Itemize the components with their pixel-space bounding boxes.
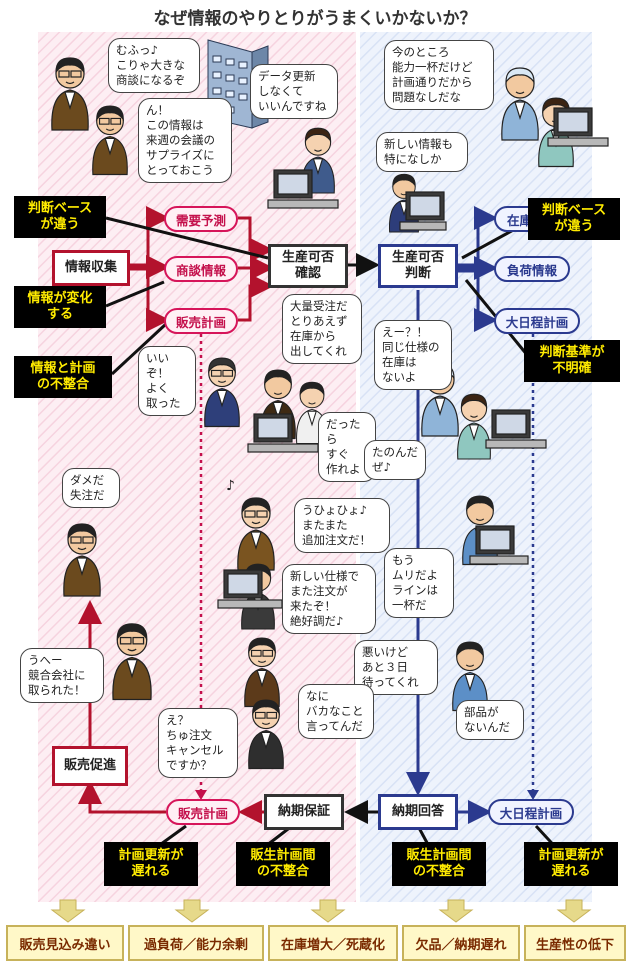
factory-woman — [457, 393, 491, 460]
result-productivity-drop: 生産性の低下 — [524, 925, 626, 961]
sales-plan-bottom-pill: 販売計画 — [166, 799, 240, 825]
bubble-lost-order: ダメだ 失注だ — [62, 468, 120, 508]
result-stockout: 欠品／納期遅れ — [402, 925, 520, 961]
result-overload: 過負荷／能力余剰 — [128, 925, 264, 961]
sales-promo-box: 販売促進 — [52, 746, 128, 786]
label-info-plan-mismatch: 情報と計画 の不整合 — [14, 356, 112, 398]
label-info-changes: 情報が変化 する — [14, 286, 106, 328]
bubble-new-spec: 新しい仕様で また注文が 来たぞ！ 絶好調だ♪ — [282, 564, 376, 634]
bubble-surprise: ん！ この情報は 来週の会議の サプライズに とっておこう — [138, 98, 232, 183]
bubble-extra-order: うひょひょ♪ またまた 追加注文だ！ — [294, 498, 390, 553]
bubble-nonsense: なに バカなこと 言ってんだ — [298, 684, 374, 739]
label-sales-prod-mismatch-left: 販生計画間 の不整合 — [236, 842, 330, 886]
label-plan-update-late-left: 計画更新が 遅れる — [104, 842, 198, 886]
bubble-no-stock: えー？！ 同じ仕様の 在庫は ないよ — [374, 320, 452, 390]
page-title: なぜ情報のやりとりがうまくいかないか？ — [153, 9, 477, 29]
bubble-count-on-you: たのんだ ぜ♪ — [364, 440, 426, 480]
label-sales-prod-mismatch-right: 販生計画間 の不整合 — [392, 842, 486, 886]
bubble-big-deal: むふっ♪ こりゃ大きな 商談になるぞ — [108, 38, 200, 93]
clerk-phone — [248, 699, 284, 770]
factory-desk-mid — [485, 409, 547, 449]
boss-thumbs-up — [204, 357, 240, 428]
bubble-no-new-info: 新しい情報も 特になしか — [376, 132, 468, 172]
dejected-salesman — [63, 523, 101, 597]
sales-typing-desk — [217, 569, 283, 609]
info-flow-lines — [130, 206, 274, 332]
excited-salesman — [237, 497, 275, 571]
demand-forecast-pill: 需要予測 — [164, 206, 238, 232]
sales-plan-pill: 販売計画 — [164, 308, 238, 334]
bubble-no-parts: 部品が ないんだ — [456, 700, 524, 740]
load-info-pill: 負荷情報 — [494, 256, 570, 282]
negotiation-info-pill: 商談情報 — [164, 256, 238, 282]
label-basis-diff-left: 判断ベース が違う — [14, 196, 106, 238]
bubble-good-job: いいぞ！ よく 取った — [138, 346, 196, 416]
bubble-line-full: もう ムリだよ ラインは 一杯だ — [384, 548, 454, 618]
result-sales-forecast-miss: 販売見込み違い — [6, 925, 124, 961]
plan-to-promo-arrow — [78, 780, 166, 814]
bubble-wait-3-days: 悪いけど あと３日 待ってくれ — [354, 640, 438, 695]
factory-worker-top — [501, 67, 539, 141]
factory-desk-top — [547, 107, 609, 147]
label-basis-diff-right: 判断ベース が違う — [528, 198, 620, 240]
bubble-big-order: 大量受注だ とりあえず 在庫から 出してくれ — [282, 294, 362, 364]
master-schedule-pill: 大日程計画 — [494, 308, 580, 334]
office-desk — [267, 169, 339, 209]
music-note: ♪ — [226, 478, 235, 494]
bubble-no-update: データ更新 しなくて いいんですね — [250, 64, 338, 119]
sales-desk — [247, 413, 319, 453]
bubble-competitor: うへー 競合会社に 取られた！ — [20, 648, 104, 703]
delivery-answer-box: 納期回答 — [378, 794, 458, 830]
salesman-phone — [112, 623, 152, 701]
info-collect-box: 情報収集 — [52, 250, 130, 286]
result-arrows — [50, 899, 592, 923]
salesman-walking — [51, 57, 89, 131]
bubble-capacity-full: 今のところ 能力一杯だけど 計画通りだから 問題なしだな — [384, 40, 494, 110]
angry-salesman — [244, 637, 280, 708]
figures — [51, 57, 609, 770]
bubble-cancel: え？ ちゅ注文 キャンセル ですか？ — [158, 708, 238, 778]
label-criteria-unclear: 判断基準が 不明確 — [524, 340, 620, 382]
result-inventory-increase: 在庫増大／死蔵化 — [268, 925, 398, 961]
worker-desk — [469, 525, 529, 565]
delivery-guarantee-box: 納期保証 — [264, 794, 344, 830]
label-plan-update-late-right: 計画更新が 遅れる — [524, 842, 618, 886]
planner-desk — [399, 191, 447, 231]
prod-judge-box: 生産可否 判断 — [378, 244, 458, 288]
sales-confirm-box: 生産可否 確認 — [268, 244, 348, 288]
master-schedule-bottom-pill: 大日程計画 — [488, 799, 574, 825]
salesman-hiding — [92, 105, 128, 176]
